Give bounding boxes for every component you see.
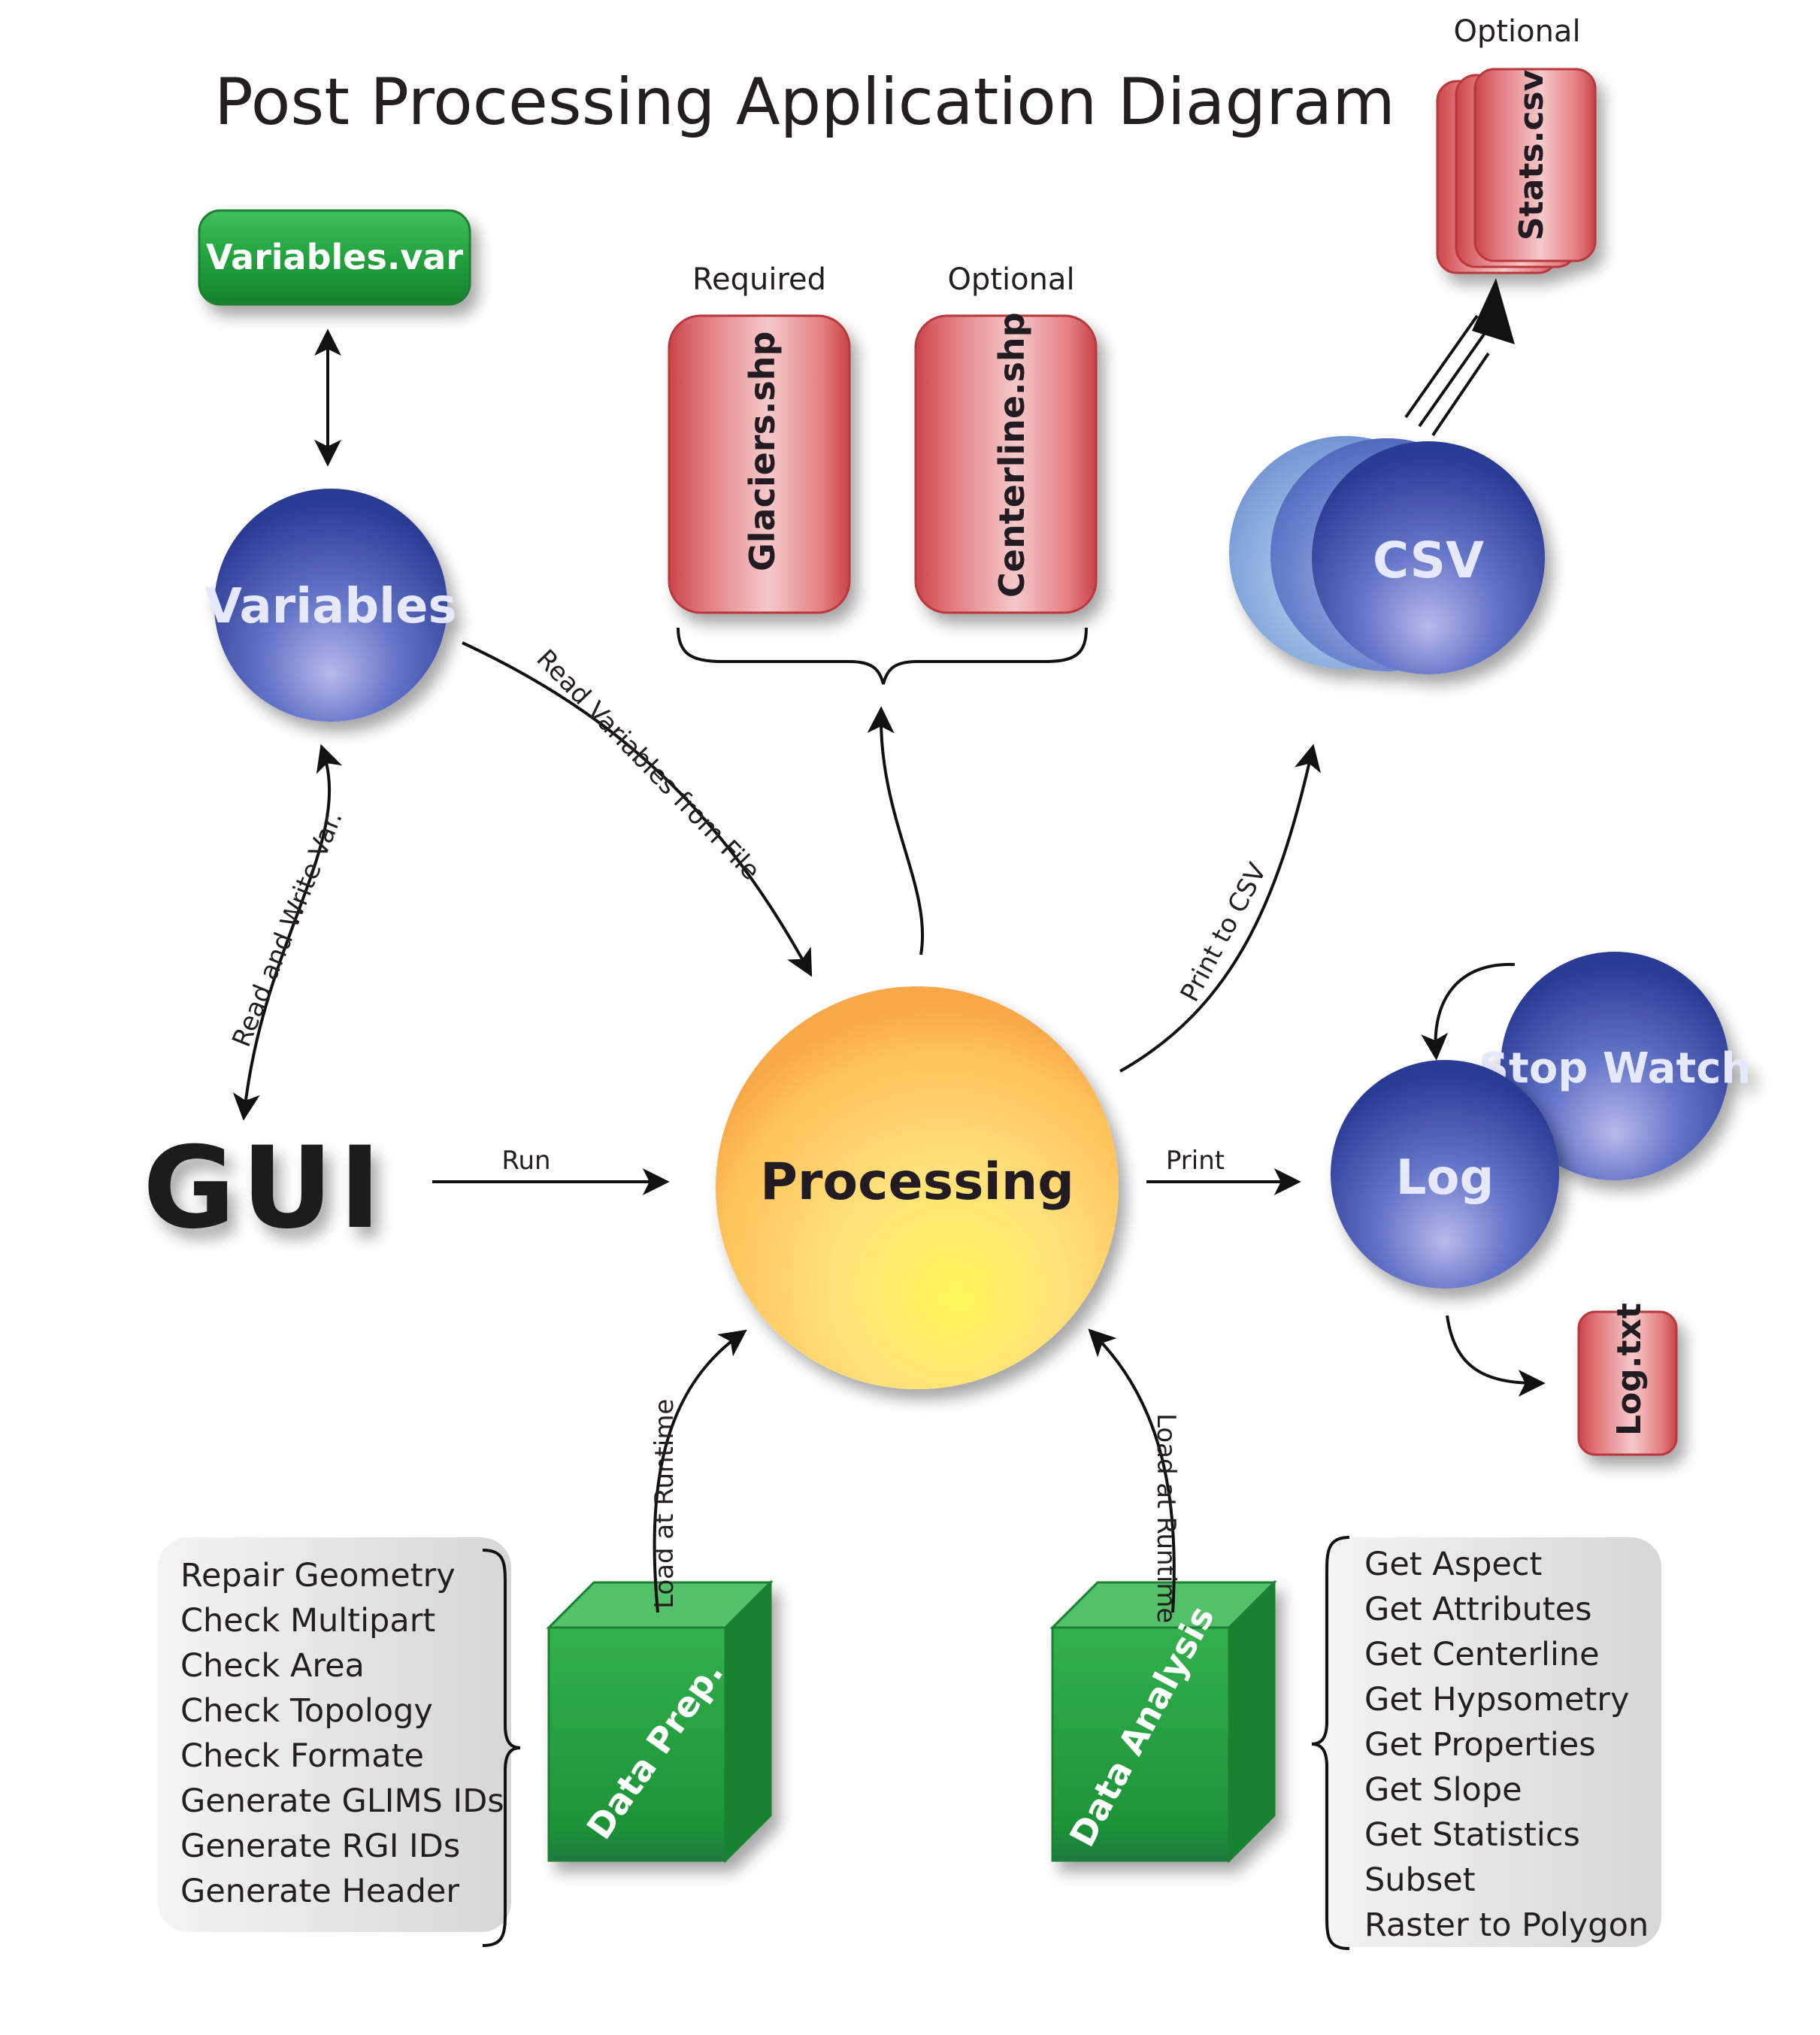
processing-node-label: Processing — [760, 1152, 1074, 1212]
data_analysis_items-item: Get Centerline — [1364, 1636, 1600, 1673]
data_analysis_items-item: Get Slope — [1364, 1771, 1522, 1809]
stopwatch-to-log-arrow — [1421, 962, 1516, 1061]
data_analysis_items-item: Get Attributes — [1364, 1591, 1592, 1628]
data_analysis_items-item: Subset — [1364, 1861, 1476, 1899]
data_prep_items-item: Generate GLIMS IDs — [180, 1782, 504, 1820]
data_prep_items-item: Check Area — [180, 1647, 365, 1685]
centerline-shp-file: Centerline.shp — [914, 312, 1098, 614]
data_analysis_items-item: Get Hypsometry — [1364, 1681, 1629, 1719]
page-title: Post Processing Application Diagram — [214, 65, 1395, 140]
variables-var-file: Variables.var — [198, 209, 471, 306]
print-label: Print — [1166, 1146, 1225, 1176]
shp-brace — [677, 627, 1088, 685]
print-to-csv-label: Print to CSV — [1175, 859, 1273, 1007]
data_analysis_items-item: Get Aspect — [1364, 1546, 1542, 1583]
data-prep-to-processing-arrow — [653, 1329, 747, 1613]
csv-node-label: CSV — [1373, 531, 1484, 589]
gui-node: GUI — [143, 1123, 387, 1254]
stop-watch-node: Stop Watch — [1479, 952, 1752, 1180]
glaciers-shp-file: Glaciers.shp — [668, 314, 851, 614]
optional-centerline-label: Optional — [947, 262, 1074, 297]
stats-csv-file: Stats.csv — [1436, 68, 1597, 274]
processing-node: Processing — [716, 986, 1119, 1389]
log-txt-file: Log.txt — [1577, 1303, 1678, 1456]
data_analysis_items-item: Get Properties — [1364, 1726, 1596, 1764]
glaciers-shp-label: Glaciers.shp — [742, 332, 783, 571]
data_prep_items-item: Repair Geometry — [180, 1557, 456, 1594]
optional-stats-label: Optional — [1453, 14, 1580, 49]
data-analysis-to-processing-arrow — [1088, 1328, 1176, 1613]
variables-node-label: Variables — [204, 579, 456, 634]
print-to-csv-arrow — [1119, 743, 1322, 1073]
run-label: Run — [501, 1146, 550, 1176]
processing-to-files-arrow — [867, 706, 925, 955]
variables-node: Variables — [204, 489, 457, 722]
centerline-shp-label: Centerline.shp — [992, 312, 1032, 598]
data_prep_items-item: Check Topology — [180, 1692, 433, 1730]
data_analysis_items-item: Raster to Polygon — [1364, 1906, 1649, 1944]
data_analysis_items-item: Get Statistics — [1364, 1816, 1580, 1854]
read-variables-arrow — [462, 641, 813, 977]
log-txt-label: Log.txt — [1610, 1303, 1649, 1436]
data-analysis-brace — [1311, 1536, 1350, 1950]
data-prep-node: Data Prep. — [546, 1579, 774, 1864]
log-node-label: Log — [1396, 1150, 1494, 1206]
data_prep_items-item: Check Formate — [180, 1737, 424, 1775]
load-runtime-prep-label: Load at Runtime — [650, 1399, 680, 1609]
stop-watch-node-label: Stop Watch — [1479, 1044, 1752, 1093]
read-write-var-label: Read and Write Var. — [226, 807, 348, 1051]
stats-csv-label: Stats.csv — [1513, 69, 1551, 241]
data_prep_items-item: Check Multipart — [180, 1602, 435, 1640]
load-runtime-analysis-label: Load at Runtime — [1151, 1413, 1181, 1623]
data-analysis-node: Data Analysis — [1049, 1579, 1277, 1864]
data_prep_items-item: Generate Header — [180, 1873, 459, 1910]
read-variables-label: Read Variables from File — [531, 644, 766, 886]
data-prep-brace — [482, 1549, 521, 1947]
log-node: Log — [1331, 1060, 1559, 1289]
required-label: Required — [692, 262, 826, 297]
read-write-var-arrow — [232, 743, 343, 1121]
variables-var-label: Variables.var — [206, 237, 463, 277]
data_prep_items-item: Generate RGI IDs — [180, 1828, 460, 1865]
log-to-logtxt-arrow — [1446, 1315, 1546, 1397]
csv-to-stats-arrow — [1404, 278, 1515, 437]
csv-node: CSV — [1229, 436, 1545, 674]
